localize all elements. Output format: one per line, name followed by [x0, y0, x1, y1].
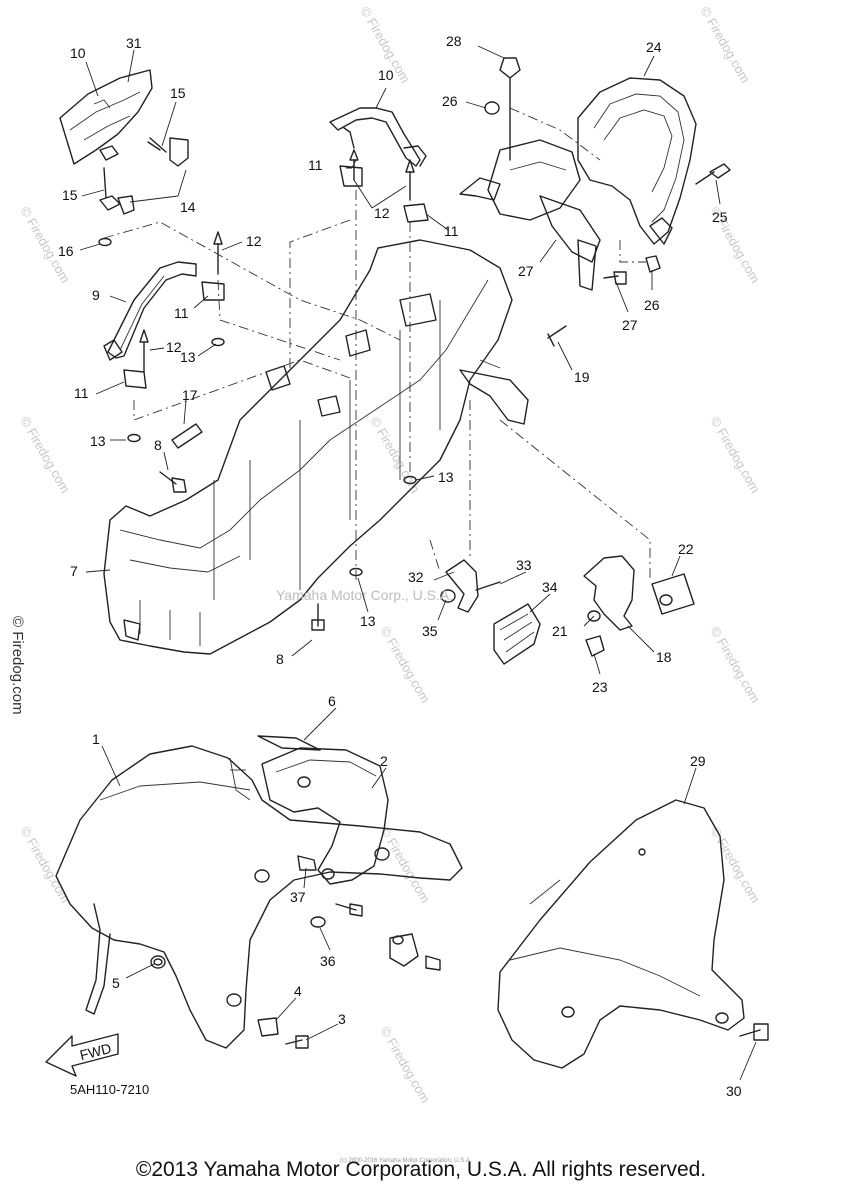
part-1-front-fender [55, 745, 463, 1049]
callout-11-b: 11 [74, 385, 89, 401]
callout-11-c: 11 [308, 157, 323, 173]
copyright-footer: ©2013 Yamaha Motor Corporation, U.S.A. A… [135, 1158, 707, 1181]
callout-12-c: 12 [374, 205, 390, 221]
callout-labels: 10 31 15 15 14 16 12 9 11 12 13 11 13 17… [58, 33, 742, 1099]
watermark-tile: © Firedog.com [377, 824, 433, 906]
callout-8-top: 8 [154, 437, 162, 453]
callout-11-d: 11 [444, 223, 459, 239]
callout-9: 9 [92, 287, 100, 303]
callout-30: 30 [726, 1083, 742, 1099]
watermark-tile: © Firedog.com [697, 4, 753, 86]
part-19-pin [547, 325, 567, 347]
callout-5: 5 [112, 975, 120, 991]
callout-14: 14 [180, 199, 196, 215]
callout-34: 34 [542, 579, 558, 595]
watermark-tile: © Firedog.com [707, 824, 763, 906]
pins-clips-washers [123, 149, 429, 577]
callout-20: 21 [552, 623, 568, 639]
callout-22: 23 [592, 679, 608, 695]
tail-bracket-assembly [459, 57, 731, 291]
tiny-copyright-note: (c) 2000-2016 Yamaha Motor Corporation, … [340, 1158, 472, 1164]
part-31-bracket [59, 69, 153, 165]
callout-8-bottom: 8 [276, 651, 284, 667]
callout-10-center: 10 [378, 67, 394, 83]
callout-16: 16 [58, 243, 74, 259]
center-watermark: Yamaha Motor Corp., U.S.A. [276, 587, 453, 603]
front-fender-hardware [153, 855, 441, 1049]
callout-15-left: 15 [62, 187, 78, 203]
part-6-label [257, 735, 321, 751]
callout-13-c: 13 [360, 613, 376, 629]
part-9-handle [103, 261, 197, 361]
callout-13-a: 13 [180, 349, 196, 365]
callout-19: 19 [574, 369, 590, 385]
callout-36: 36 [320, 953, 336, 969]
callout-26-bottom: 26 [644, 297, 660, 313]
part-7-rear-tray [103, 239, 529, 655]
callout-27: 27 [622, 317, 638, 333]
part-10-bar [329, 107, 427, 167]
callout-26-top: 26 [442, 93, 458, 109]
callout-21: 22 [678, 541, 694, 557]
callout-24: 25 [712, 209, 728, 225]
drawing-code: 5AH110-7210 [70, 1082, 150, 1097]
assembly-lines [103, 107, 651, 580]
callout-17: 17 [182, 387, 198, 403]
callout-23: 24 [646, 39, 662, 55]
watermark-tile: © Firedog.com [17, 414, 73, 496]
callout-13-b: 13 [90, 433, 106, 449]
leader-lines [79, 45, 757, 1081]
callout-37: 37 [290, 889, 306, 905]
callout-12-b: 12 [166, 339, 182, 355]
callout-33: 33 [516, 557, 532, 573]
side-watermark: © Firedog.com [9, 616, 26, 715]
callout-10-top-left: 10 [70, 45, 86, 61]
callout-7: 7 [70, 563, 78, 579]
watermark-tile: © Firedog.com [707, 624, 763, 706]
reflector-bracket-assembly [583, 555, 695, 657]
callout-1: 1 [92, 731, 100, 747]
callout-35: 35 [422, 623, 438, 639]
callout-32: 32 [408, 569, 424, 585]
callout-28: 28 [446, 33, 462, 49]
part-2-inner-fender [261, 747, 390, 885]
part-17-pad [171, 423, 203, 449]
callout-15-top: 15 [170, 85, 186, 101]
watermark-tile: © Firedog.com [367, 414, 423, 496]
callout-2: 2 [380, 753, 388, 769]
callout-29: 29 [690, 753, 706, 769]
fwd-arrow-icon: FWD [45, 1033, 119, 1077]
fasteners-15-14-16 [98, 137, 189, 247]
callout-25: 27 [518, 263, 534, 279]
license-light-assembly [440, 559, 541, 665]
callout-31: 31 [126, 35, 142, 51]
callout-11-a: 11 [174, 305, 189, 321]
callout-12-a: 12 [246, 233, 262, 249]
callout-13-d: 13 [438, 469, 454, 485]
part-8-bolts [159, 471, 325, 631]
callout-18: 18 [656, 649, 672, 665]
watermark-tile: © Firedog.com [707, 414, 763, 496]
callout-6: 6 [328, 693, 336, 709]
part-29-rear-hugger [497, 799, 769, 1069]
callout-4: 4 [294, 983, 302, 999]
fwd-label: FWD [78, 1040, 113, 1063]
callout-3: 3 [338, 1011, 346, 1027]
watermark-tile: © Firedog.com [377, 1024, 433, 1106]
